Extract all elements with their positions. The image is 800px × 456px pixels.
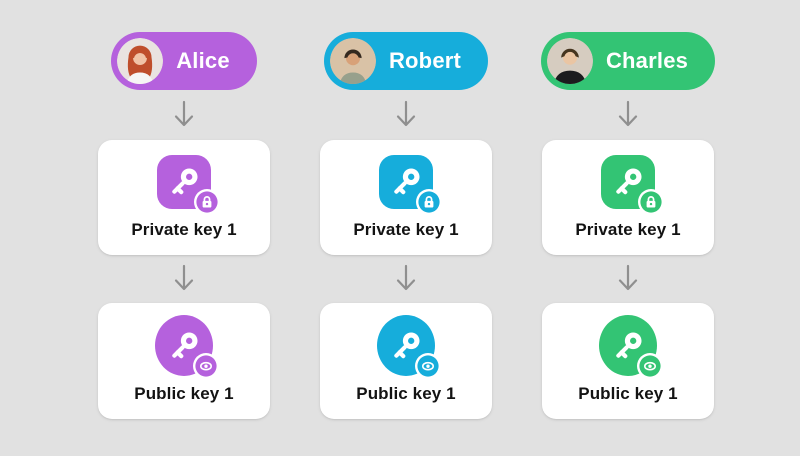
arrow-down-icon: [173, 255, 195, 303]
lock-icon: [194, 189, 220, 215]
eye-icon: [415, 353, 441, 379]
public-key-card: Public key 1: [542, 303, 714, 419]
public-key-icon-group: [155, 315, 219, 379]
public-key-icon-group: [377, 315, 441, 379]
arrow-down-icon: [395, 255, 417, 303]
avatar: [117, 38, 164, 84]
private-key-card: Private key 1: [542, 140, 714, 255]
public-key-label: Public key 1: [356, 384, 456, 403]
arrow-down-icon: [173, 90, 195, 140]
private-key-card: Private key 1: [320, 140, 492, 255]
key-icon: [379, 155, 433, 209]
person-badge: Alice: [111, 32, 257, 90]
public-key-label: Public key 1: [134, 384, 234, 403]
lock-icon: [638, 189, 664, 215]
person-name: Alice: [176, 48, 230, 73]
avatar: [546, 38, 593, 84]
public-key-icon-group: [599, 315, 663, 379]
lock-icon: [416, 189, 442, 215]
public-key-card: Public key 1: [98, 303, 270, 419]
private-key-label: Private key 1: [353, 220, 459, 239]
person-name: Robert: [388, 48, 462, 73]
person-column-robert: Robert: [320, 32, 492, 419]
public-key-card: Public key 1: [320, 303, 492, 419]
avatar: [329, 38, 376, 84]
arrow-down-icon: [617, 90, 639, 140]
public-key-label: Public key 1: [578, 384, 678, 403]
private-key-label: Private key 1: [575, 220, 681, 239]
private-key-card: Private key 1: [98, 140, 270, 255]
private-key-label: Private key 1: [131, 220, 237, 239]
private-key-icon-group: [379, 155, 442, 215]
private-key-icon-group: [157, 155, 220, 215]
person-name: Charles: [605, 48, 689, 73]
arrow-down-icon: [395, 90, 417, 140]
person-column-charles: Charles: [540, 32, 716, 419]
person-badge: Charles: [540, 32, 716, 90]
person-badge: Robert: [323, 32, 489, 90]
private-key-icon-group: [601, 155, 664, 215]
key-pairs-diagram: Alice: [98, 32, 716, 419]
eye-icon: [193, 353, 219, 379]
arrow-down-icon: [617, 255, 639, 303]
person-column-alice: Alice: [98, 32, 270, 419]
eye-icon: [637, 353, 663, 379]
